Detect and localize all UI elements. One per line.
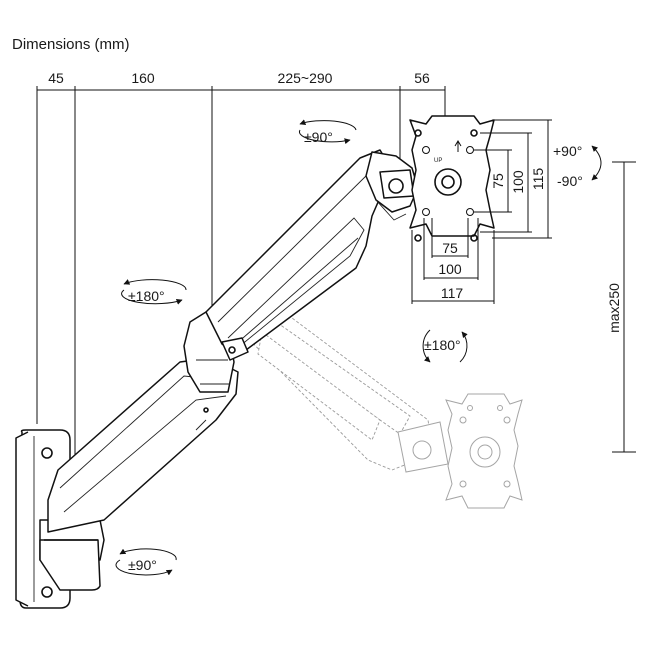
vesa-plate: UP bbox=[409, 115, 495, 242]
tilt-up-label: +90° bbox=[553, 143, 582, 159]
wall-swivel-label: ±90° bbox=[128, 557, 157, 573]
diagram-title: Dimensions (mm) bbox=[12, 36, 130, 53]
monitor-rotation-label: ±180° bbox=[424, 337, 461, 353]
up-marking: UP bbox=[434, 158, 442, 164]
vesa-horizontal-dims: 75 100 117 bbox=[411, 218, 495, 304]
vesa-h-75: 75 bbox=[442, 240, 458, 256]
horizontal-dimension-line: 45 160 225~290 56 bbox=[36, 70, 446, 470]
vesa-v-75: 75 bbox=[490, 173, 506, 189]
rotation-monitor: ±180° bbox=[422, 329, 468, 363]
upper-joint-rotation-label: ±180° bbox=[128, 288, 165, 304]
height-max-label: max250 bbox=[606, 283, 622, 333]
upper-arm bbox=[205, 149, 393, 361]
vesa-v-100: 100 bbox=[510, 170, 526, 194]
rotation-wall-swivel: ±90° bbox=[115, 548, 177, 576]
dim-lower-arm-length: 160 bbox=[131, 70, 155, 86]
dim-wall-plate-depth: 45 bbox=[48, 70, 64, 86]
lowered-arm-ghost bbox=[227, 295, 523, 509]
tilt-down-label: -90° bbox=[557, 173, 583, 189]
tilt-head bbox=[365, 151, 419, 221]
rotation-head-swivel: ±90° bbox=[298, 119, 357, 145]
dim-head-depth: 56 bbox=[414, 70, 430, 86]
vesa-v-115: 115 bbox=[530, 168, 546, 191]
dim-upper-arm-length: 225~290 bbox=[278, 70, 333, 86]
rotation-upper-joint: ±180° bbox=[121, 279, 187, 305]
vesa-h-100: 100 bbox=[438, 261, 462, 277]
lower-arm bbox=[47, 357, 239, 533]
head-swivel-label: ±90° bbox=[304, 129, 333, 145]
vesa-h-117: 117 bbox=[441, 285, 464, 301]
vesa-vertical-dims: 75 100 115 bbox=[474, 119, 552, 239]
tilt-indicator: +90° -90° bbox=[553, 143, 602, 189]
height-range-dimension: max250 bbox=[606, 161, 636, 453]
